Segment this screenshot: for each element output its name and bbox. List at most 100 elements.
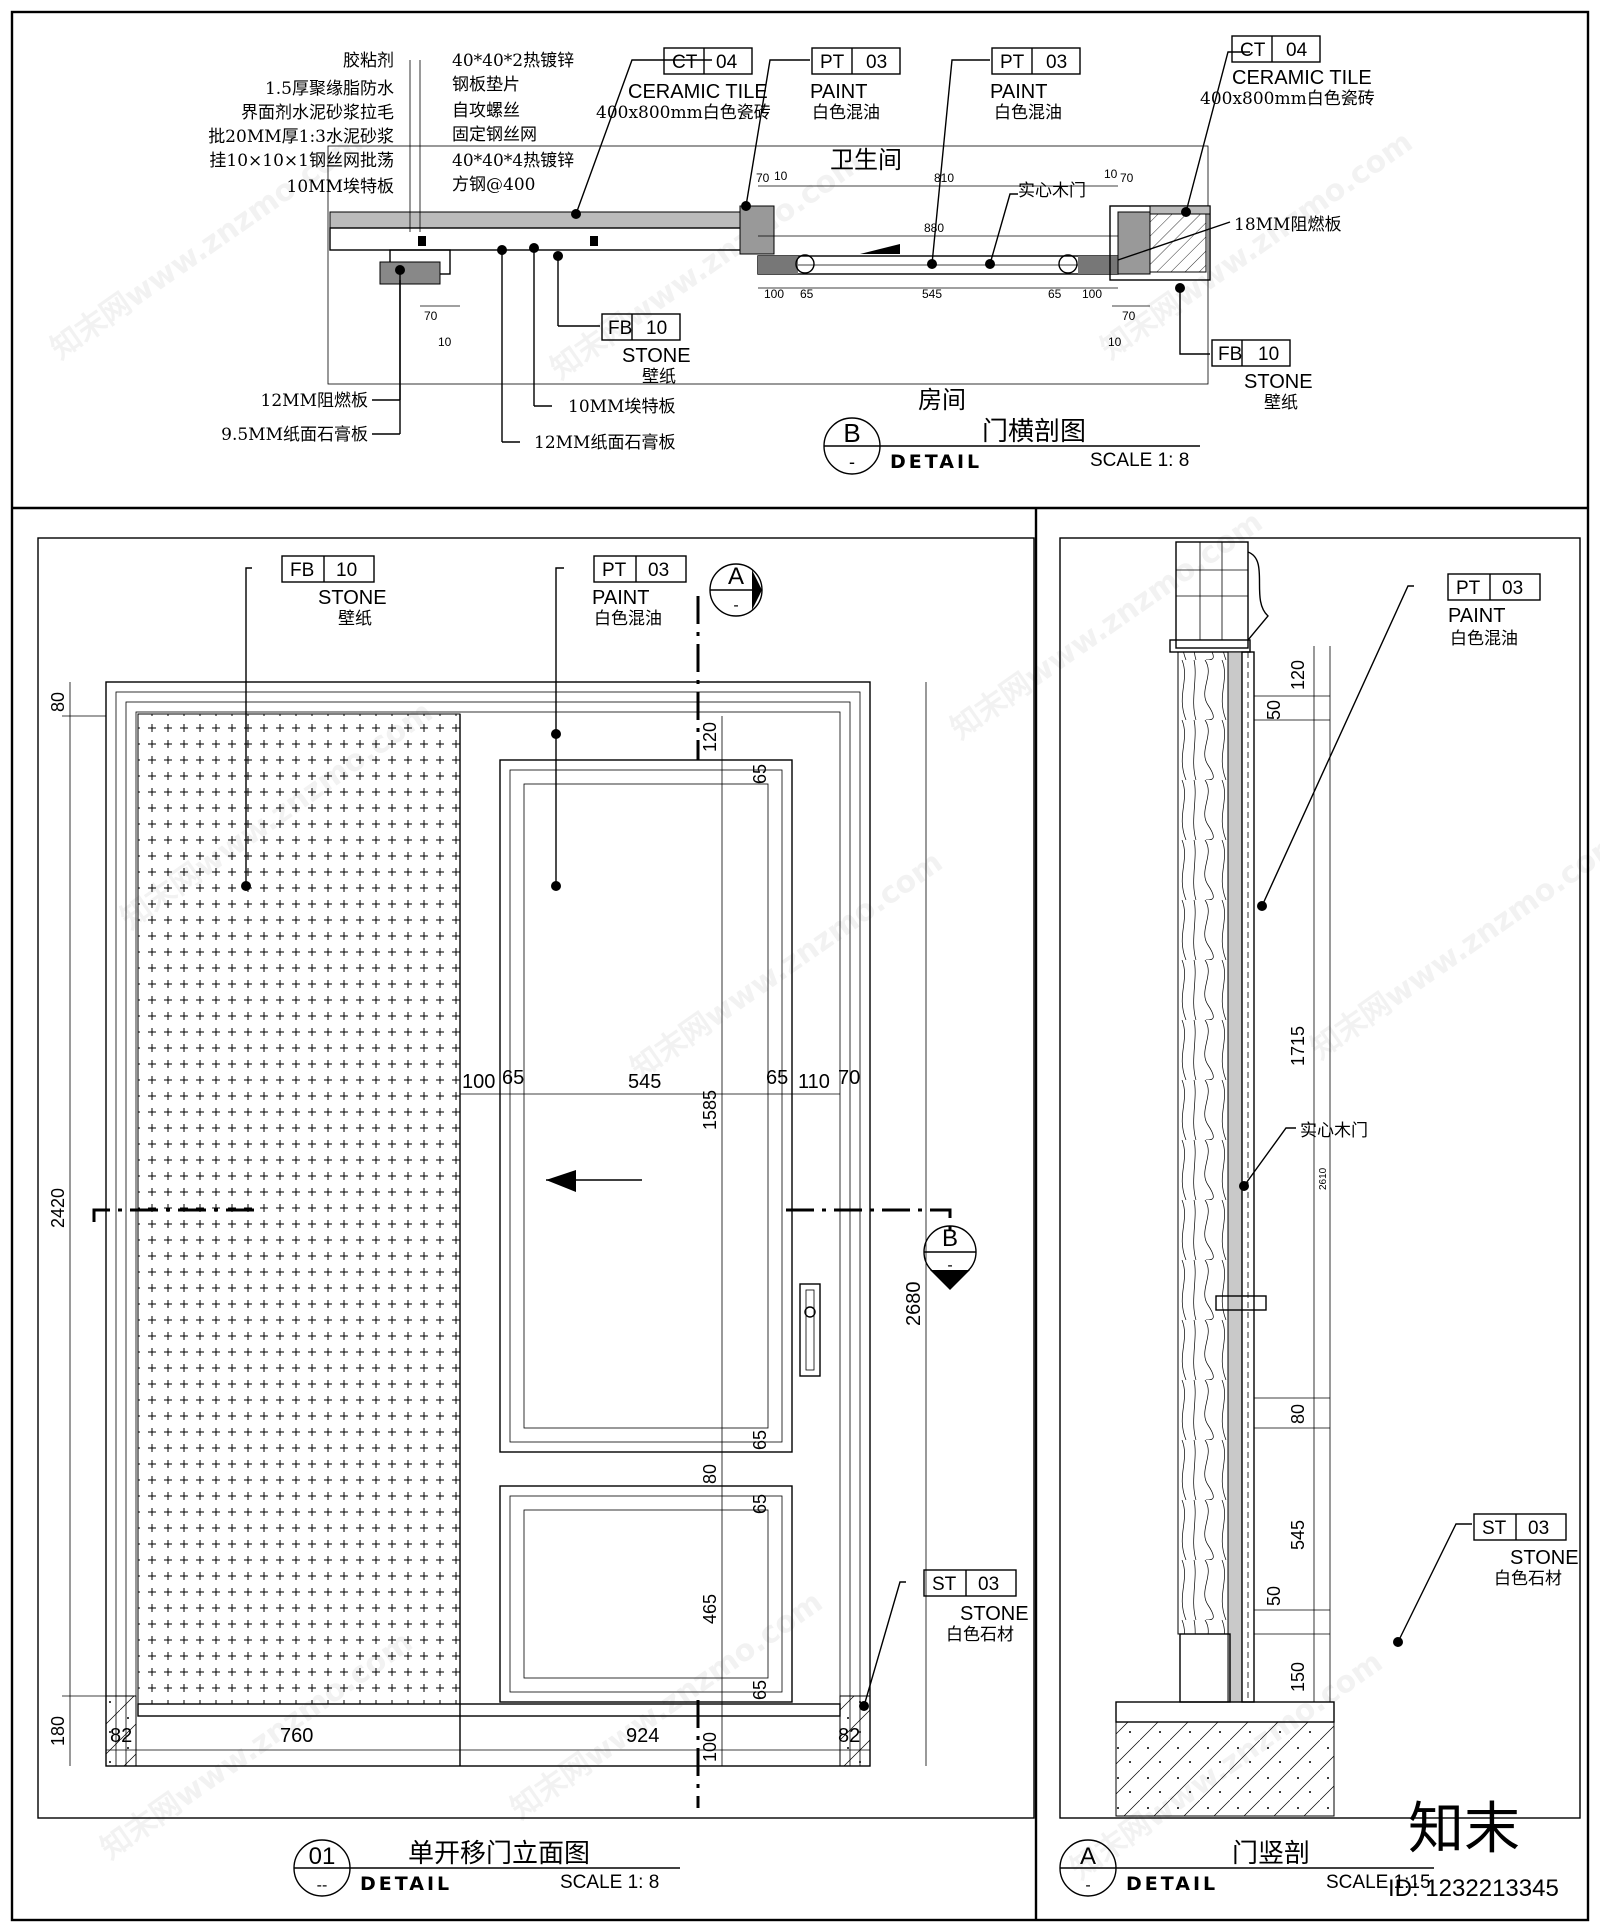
dim: 65 xyxy=(750,764,770,784)
note: 12MM阻燃板 xyxy=(261,391,368,411)
tag-code: CT xyxy=(1240,40,1266,61)
svg-text:知末网www.znzmo.com: 知末网www.znzmo.com xyxy=(545,145,870,387)
tag-code: PT xyxy=(602,560,627,581)
tag-desc: 白色混油 xyxy=(994,103,1062,123)
tag-desc: 400x800mm白色瓷砖 xyxy=(1200,89,1375,109)
dim: 65 xyxy=(766,1067,788,1089)
dim: 120 xyxy=(1288,660,1308,690)
dim: 70 xyxy=(1122,309,1136,323)
tag-num: 03 xyxy=(866,52,887,73)
drawing-title: 门竖剖 xyxy=(1232,1839,1310,1869)
tag-code: PT xyxy=(1456,578,1481,599)
tag-num: 10 xyxy=(646,318,667,339)
note: 方钢@400 xyxy=(452,175,535,195)
dim: 80 xyxy=(700,1464,720,1484)
dim: 2420 xyxy=(48,1188,68,1228)
dim: 65 xyxy=(502,1067,524,1089)
dim: 120 xyxy=(700,722,720,752)
note: 固定钢丝网 xyxy=(452,125,537,145)
title-marker: B xyxy=(843,418,860,448)
tag-num: 03 xyxy=(978,1574,999,1595)
scale-label: SCALE 1: 8 xyxy=(560,1872,659,1893)
dim: 760 xyxy=(280,1725,313,1747)
tag-num: 10 xyxy=(336,560,357,581)
door-label: 实心木门 xyxy=(1300,1121,1368,1141)
dim: 70 xyxy=(1120,171,1134,185)
svg-text:知末网www.znzmo.com: 知末网www.znzmo.com xyxy=(505,1585,830,1827)
note: 10MM埃特板 xyxy=(568,397,675,417)
note: 12MM纸面石膏板 xyxy=(534,432,675,453)
tag-code: ST xyxy=(932,1574,957,1595)
section-b-drawing xyxy=(327,35,1321,475)
note: 10MM埃特板 xyxy=(287,177,394,197)
footer-id: ID: 1232213345 xyxy=(1388,1875,1559,1902)
tag-name: CERAMIC TILE xyxy=(628,81,768,103)
dim: 10 xyxy=(1108,335,1122,349)
tag-desc: 白色混油 xyxy=(1450,629,1518,649)
material-label: 18MM阻燃板 xyxy=(1234,215,1341,235)
tag-desc: 白色石材 xyxy=(1494,1569,1562,1589)
scale-label: SCALE 1: 8 xyxy=(1090,450,1189,471)
title-marker-sub: - xyxy=(849,452,855,472)
dim: 2680 xyxy=(903,1282,925,1327)
detail-label: DETAIL xyxy=(890,451,982,473)
footer-logo: 知末 xyxy=(1408,1797,1520,1862)
dim: 10 xyxy=(1104,167,1118,181)
tag-num: 10 xyxy=(1258,344,1279,365)
dim: 110 xyxy=(798,1071,830,1093)
dim: 80 xyxy=(48,692,68,712)
dim: 65 xyxy=(1048,287,1062,301)
dim: 880 xyxy=(924,221,944,235)
tag-num: 03 xyxy=(1528,1518,1549,1539)
tag-name: PAINT xyxy=(810,81,867,103)
dim: 70 xyxy=(838,1067,860,1089)
dim: 465 xyxy=(700,1594,720,1624)
note: 界面剂水泥砂浆拉毛 xyxy=(241,103,394,123)
tag-code: PT xyxy=(820,52,845,73)
dim: 1585 xyxy=(700,1090,720,1130)
elevation-text: FB 10 STONE 壁纸 PT 03 PAINT 白色混油 ST 03 ST… xyxy=(48,560,1029,1895)
tag-num: 03 xyxy=(1502,578,1523,599)
dim: 100 xyxy=(462,1071,495,1093)
room-label: 房间 xyxy=(918,386,966,414)
dim: 1715 xyxy=(1288,1026,1308,1066)
section-marker: B xyxy=(942,1225,958,1252)
tag-desc: 白色混油 xyxy=(812,103,880,123)
svg-text:知末网www.znzmo.com: 知末网www.znzmo.com xyxy=(625,845,950,1087)
dim: 50 xyxy=(1264,1586,1284,1606)
tag-name: CERAMIC TILE xyxy=(1232,67,1372,89)
tag-name: PAINT xyxy=(592,587,649,609)
dim: 100 xyxy=(700,1732,720,1762)
dim: 924 xyxy=(626,1725,659,1747)
dim: 10 xyxy=(774,169,788,183)
section-b-text: 胶粘剂 1.5厚聚缘脂防水 界面剂水泥砂浆拉毛 批20MM厚1:3水泥砂浆 挂1… xyxy=(208,40,1375,473)
dim: 70 xyxy=(424,309,438,323)
tag-name: STONE xyxy=(1510,1547,1579,1569)
vertical-section-drawing xyxy=(1059,541,1567,1897)
tag-code: CT xyxy=(672,52,698,73)
dim: 2610 xyxy=(1318,1167,1329,1190)
title-marker-sub: - xyxy=(1085,1877,1090,1894)
dim: 100 xyxy=(764,287,784,301)
dim: 65 xyxy=(800,287,814,301)
dim: 545 xyxy=(922,287,942,301)
tag-num: 03 xyxy=(648,560,669,581)
tag-name: STONE xyxy=(960,1603,1029,1625)
tag-name: PAINT xyxy=(1448,605,1505,627)
detail-label: DETAIL xyxy=(360,1873,452,1895)
tag-name: STONE xyxy=(318,587,387,609)
scale-label: SCALE 1:15 xyxy=(1326,1872,1431,1893)
section-marker-sub: - xyxy=(947,1257,952,1274)
tag-code: FB xyxy=(290,560,314,581)
tag-num: 04 xyxy=(716,52,738,73)
detail-label: DETAIL xyxy=(1126,1873,1218,1895)
svg-text:知末网www.znzmo.com: 知末网www.znzmo.com xyxy=(1305,825,1600,1067)
dim: 65 xyxy=(750,1430,770,1450)
tag-desc: 400x800mm白色瓷砖 xyxy=(596,103,771,123)
tag-code: FB xyxy=(608,318,632,339)
note: 钢板垫片 xyxy=(452,75,520,95)
note: 40*40*4热镀锌 xyxy=(452,151,574,171)
tag-name: STONE xyxy=(1244,371,1313,393)
dim: 10 xyxy=(438,335,452,349)
note: 40*40*2热镀锌 xyxy=(452,51,574,71)
